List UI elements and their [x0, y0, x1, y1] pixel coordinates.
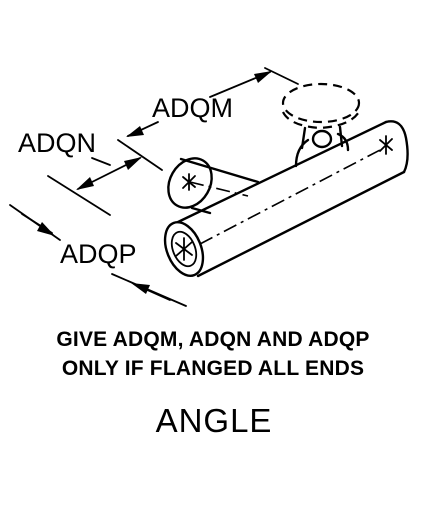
adqm-arrow-left	[126, 126, 144, 137]
adqp-label: ADQP	[60, 239, 137, 269]
adqn-arrow-up	[124, 157, 142, 170]
note-line-1: GIVE ADQM, ADQN AND ADQP	[56, 328, 369, 351]
adqn-label: ADQN	[18, 128, 96, 158]
adqm-arrow-right	[254, 71, 272, 83]
adqn-dimension: ADQN	[18, 128, 163, 216]
note-line-2: ONLY IF FLANGED ALL ENDS	[62, 357, 364, 380]
right-end-mark	[379, 135, 393, 155]
adqn-arrow-down	[76, 177, 94, 190]
main-run-body-top	[176, 120, 388, 224]
adqp-arrow-upper	[37, 222, 55, 236]
top-flange-dashed-edge	[282, 109, 361, 130]
adqp-dimension: ADQP	[9, 204, 187, 307]
adqn-extension-line-top	[117, 139, 163, 171]
angle-fitting-body	[163, 82, 409, 278]
main-run-right-end	[384, 120, 409, 174]
main-run-centerline	[199, 149, 381, 245]
branch-end-mark	[182, 173, 196, 191]
adqm-extension-line-right	[264, 67, 299, 85]
main-run-body-bottom	[196, 170, 406, 278]
branch-centerline	[189, 181, 249, 197]
main-run-front-end	[163, 221, 205, 277]
vertical-stub-collar	[294, 132, 350, 168]
diagram-title: ANGLE	[156, 402, 273, 439]
main-run-front-bore	[170, 230, 198, 268]
top-flange-dashed	[281, 82, 361, 124]
adqp-arrow-lower	[131, 283, 150, 294]
vertical-stub-end	[311, 129, 333, 149]
adqm-label: ADQM	[152, 93, 233, 123]
front-end-mark	[175, 237, 193, 261]
adqn-leader-line	[91, 157, 111, 166]
branch-cylinder-end	[167, 157, 213, 209]
adqn-extension-line-bottom	[47, 175, 111, 216]
adqm-dimension: ADQM	[126, 67, 299, 137]
